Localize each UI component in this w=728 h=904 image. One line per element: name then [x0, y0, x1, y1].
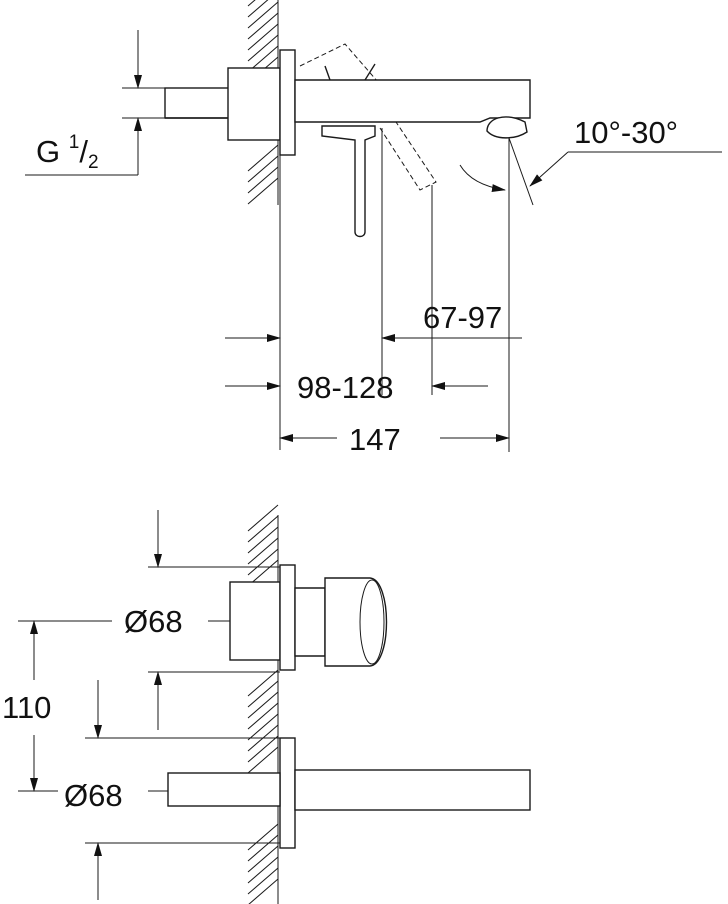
hatch-stroke	[247, 526, 279, 554]
hatch-stroke	[247, 735, 279, 763]
hatch-stroke	[247, 0, 256, 7]
hatch-stroke	[247, 34, 279, 62]
lever-swing-outline	[299, 43, 437, 191]
hatch-stroke	[247, 834, 279, 862]
thread-label: G 1/2	[36, 132, 99, 173]
hatch-stroke	[247, 144, 279, 172]
lever-handle	[321, 125, 376, 238]
diameter-bottom-label: Ø68	[64, 778, 123, 813]
hatch-stroke	[247, 691, 279, 719]
wall-range-label: 98-128	[297, 370, 394, 405]
hatch-stroke	[247, 823, 279, 851]
front-spout	[294, 769, 531, 811]
hatch-stroke	[247, 680, 279, 708]
wall-hatching-bottom	[247, 504, 279, 904]
hatch-stroke	[247, 504, 279, 532]
front-view: Ø68 110 Ø68	[2, 504, 531, 904]
hatch-stroke	[247, 177, 279, 205]
hatch-stroke	[247, 548, 279, 576]
hatch-stroke	[247, 155, 279, 183]
diameter-top-label: Ø68	[124, 604, 183, 639]
hatch-stroke	[248, 878, 279, 904]
handle-face	[359, 579, 385, 665]
mounting-block	[227, 67, 281, 141]
hatch-stroke	[247, 1, 279, 29]
hatch-stroke	[247, 515, 279, 543]
spout-pipe	[167, 772, 281, 807]
angle-label: 10°-30°	[574, 115, 678, 150]
spout	[294, 79, 531, 123]
lever-range-label: 67-97	[423, 300, 502, 335]
mixer-block	[229, 581, 281, 661]
side-view: G 1/2 10°-30° 67-97 98-128 147	[25, 0, 722, 457]
hatch-stroke	[247, 166, 279, 194]
spacing-label: 110	[2, 690, 51, 725]
hatch-stroke	[247, 702, 279, 730]
hatch-stroke	[247, 0, 269, 18]
hatch-stroke	[247, 867, 279, 895]
hatch-stroke	[247, 713, 279, 741]
spout-wall-plate	[279, 737, 296, 849]
hatch-stroke	[247, 23, 279, 51]
hatch-stroke	[247, 12, 279, 40]
hatch-stroke	[247, 537, 279, 565]
wall-plate	[279, 49, 296, 156]
aerator	[486, 116, 528, 139]
mixer-wall-plate	[279, 564, 296, 671]
hatch-stroke	[247, 856, 279, 884]
hatch-stroke	[247, 845, 279, 873]
mixer-handle	[324, 577, 388, 667]
hatch-stroke	[247, 746, 279, 774]
total-length-label: 147	[349, 422, 401, 457]
mixer-neck	[294, 587, 326, 657]
hatch-stroke	[247, 669, 279, 697]
